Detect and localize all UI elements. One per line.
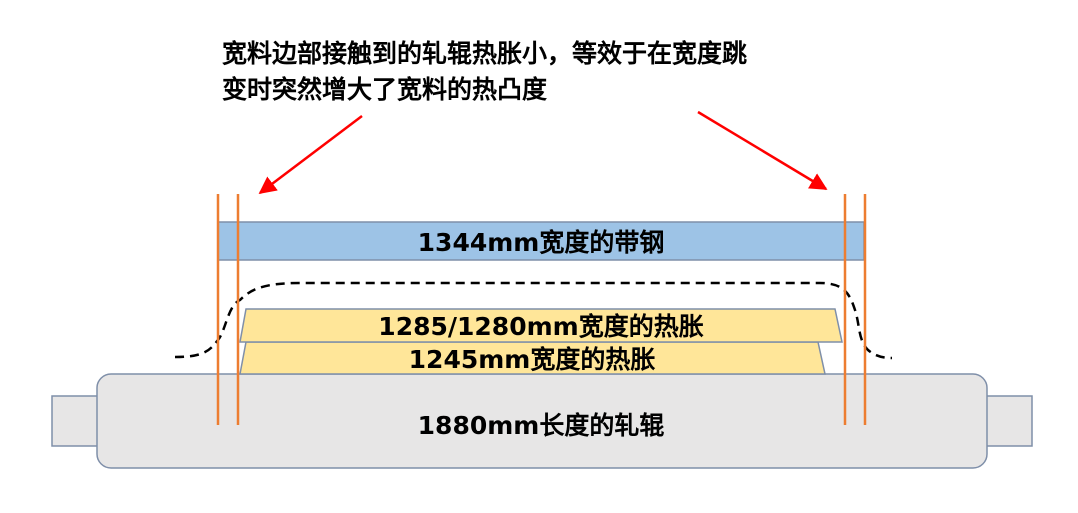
left-arrow: [258, 115, 363, 195]
expansion-1245-label: 1245mm宽度的热胀: [409, 345, 656, 374]
annotation-line-2: 变时突然增大了宽料的热凸度: [222, 75, 547, 104]
roll-left-journal: [51, 395, 103, 447]
roll-label: 1880mm长度的轧辊: [418, 411, 665, 440]
annotation-line-1: 宽料边部接触到的轧辊热胀小，等效于在宽度跳: [222, 39, 747, 68]
expansion-1285-shape: [239, 308, 843, 343]
expansion-1285-label: 1285/1280mm宽度的热胀: [378, 312, 703, 341]
strip-bar: [217, 221, 865, 261]
roll-right-journal: [981, 395, 1033, 447]
strip-label: 1344mm宽度的带钢: [418, 228, 665, 257]
right-arrow: [697, 110, 828, 191]
